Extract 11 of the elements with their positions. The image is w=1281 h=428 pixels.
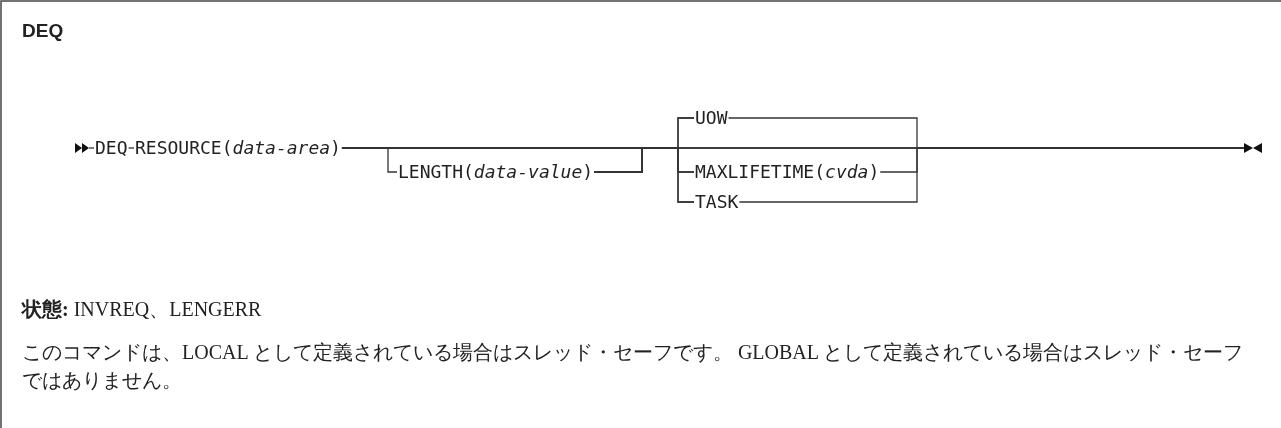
syntax-keyword: RESOURCE(data-area) (135, 139, 341, 157)
syntax-keyword: UOW (695, 109, 728, 127)
syntax-line (127, 147, 135, 149)
syntax-keyword: LENGTH(data-value) (398, 163, 594, 181)
syntax-keyword: DEQ (95, 139, 128, 157)
syntax-keyword: MAXLIFETIME(cvda) (695, 163, 880, 181)
note-paragraph: このコマンドは、LOCAL として定義されている場合はスレッド・セーフです。 GLOBAL として定義されている場合はスレッド・セーフではありません。 (22, 340, 1245, 393)
status-line: 状態: INVREQ、LENGERR (22, 297, 263, 322)
heading: DEQ (22, 20, 64, 42)
syntax-line (88, 147, 95, 149)
syntax-keyword: TASK (695, 193, 739, 211)
